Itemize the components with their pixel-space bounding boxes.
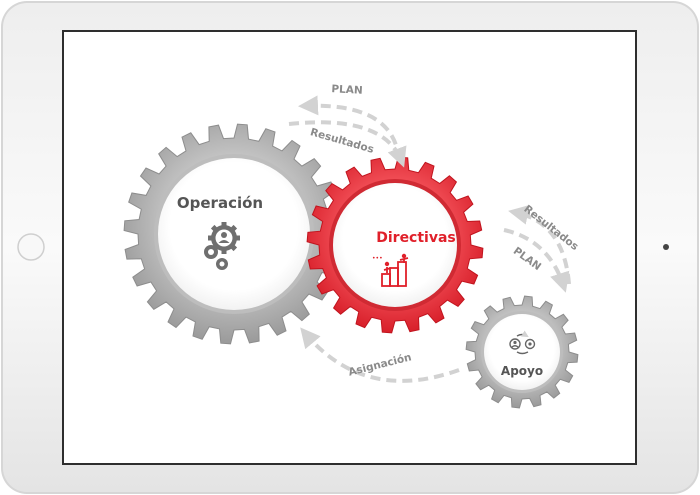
arrow-label-plan-top: PLAN: [331, 83, 363, 97]
team-climbing-icon: •••: [372, 253, 409, 287]
svg-text:•••: •••: [372, 255, 383, 262]
gear-label-directivas: Directivas: [376, 230, 456, 246]
support-cycle-icon: [509, 330, 536, 355]
arrow-resultados-top: [288, 120, 407, 168]
gear-directivas: [306, 156, 484, 334]
camera-dot: [663, 244, 669, 250]
gear-apoyo: [465, 295, 579, 409]
gear-label-apoyo: Apoyo: [500, 364, 544, 378]
gear-label-operacion: Operación: [176, 194, 264, 212]
arrow-plan-right: [503, 228, 570, 293]
home-button[interactable]: [17, 233, 45, 261]
arrow-resultados-right: [508, 204, 571, 285]
gear-diagram: •••: [123, 95, 579, 409]
screen: ••• Operación Directivas Apoyo PLAN Resu…: [64, 32, 635, 463]
arrows: [288, 95, 571, 383]
arrow-plan-top: [298, 95, 401, 161]
arrow-asignacion: [300, 327, 460, 383]
